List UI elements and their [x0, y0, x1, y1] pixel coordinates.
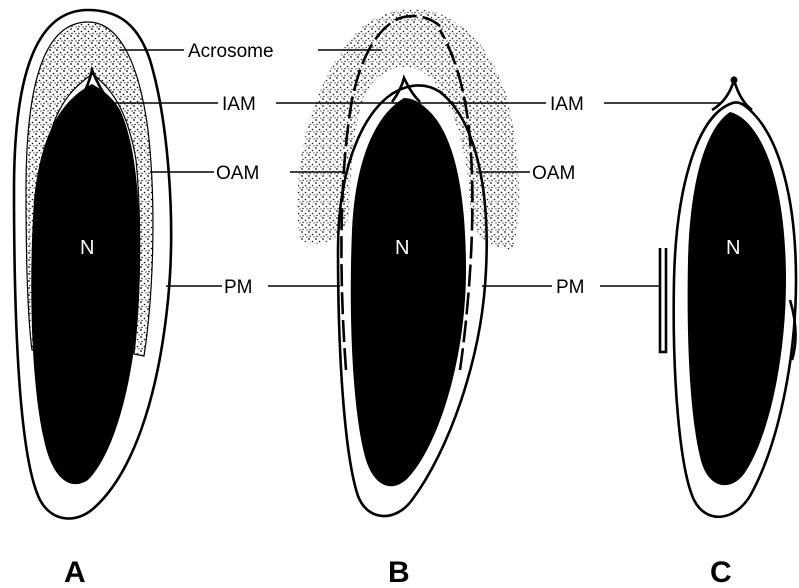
pm-label-right: PM	[556, 277, 585, 298]
pm-label-left: PM	[224, 277, 253, 298]
nucleus-a	[31, 84, 140, 484]
iam-label-left: IAM	[222, 94, 256, 115]
oam-label-right: OAM	[532, 163, 575, 184]
nucleus-label-a: N	[80, 237, 94, 259]
sperm-head-a	[14, 10, 171, 518]
nucleus-c	[688, 112, 786, 485]
sperm-head-c	[660, 77, 796, 517]
oam-label-left: OAM	[216, 163, 259, 184]
panel-label-a: A	[64, 556, 86, 588]
iam-label-right: IAM	[550, 94, 584, 115]
panel-label-c: C	[710, 556, 732, 588]
acrosome-label: Acrosome	[188, 41, 274, 62]
iam-c	[712, 80, 752, 110]
nucleus-label-b: N	[395, 237, 409, 259]
panel-label-b: B	[388, 556, 410, 588]
sperm-head-b	[297, 9, 519, 516]
nucleus-label-c: N	[726, 237, 740, 259]
pm-fragment-c	[660, 248, 666, 352]
nucleus-b	[351, 98, 466, 486]
